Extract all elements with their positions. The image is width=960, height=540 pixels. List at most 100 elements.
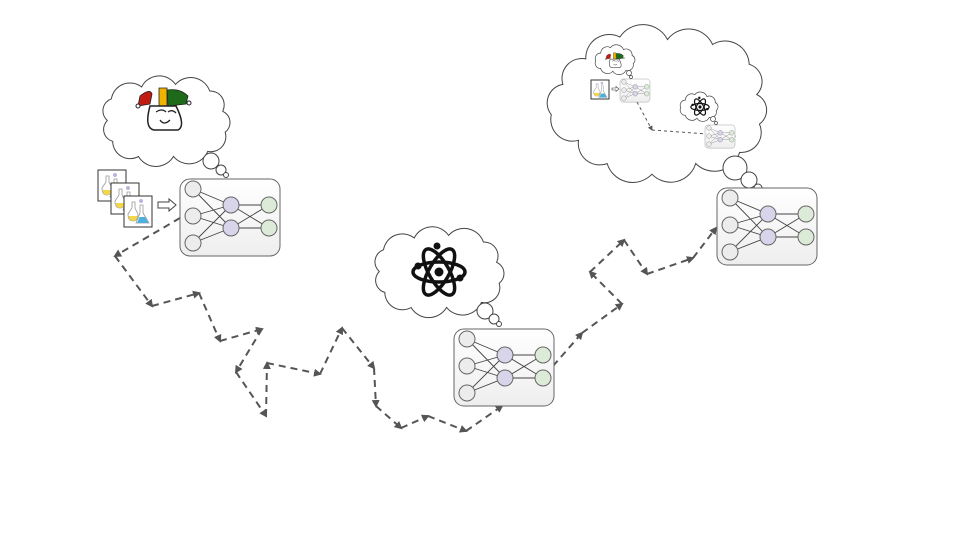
- output-node: [534, 369, 552, 387]
- neural-network-box: [704, 124, 736, 149]
- atom-nucleus: [698, 105, 702, 109]
- trajectory-segment: [114, 255, 154, 308]
- input-node: [721, 216, 739, 234]
- flask-bubble: [600, 81, 604, 85]
- trajectory-segment: [371, 367, 380, 408]
- hidden-node: [222, 196, 240, 214]
- hidden-node: [632, 91, 638, 97]
- flask-liquid-yellow: [593, 92, 600, 97]
- atom-orbit: [693, 98, 707, 116]
- trajectory-segment: [588, 270, 623, 305]
- atom-electron: [698, 96, 701, 100]
- atom-icon: [690, 96, 710, 116]
- hidden-node: [717, 137, 723, 143]
- input-node: [706, 125, 712, 131]
- flask-drawing: [593, 81, 608, 98]
- atom-electron: [414, 262, 422, 270]
- trajectory-segment: [266, 362, 322, 377]
- thought-cloud: [546, 24, 768, 193]
- trajectory-segment: [636, 101, 653, 131]
- input-node: [458, 384, 476, 402]
- trajectory-segment: [198, 292, 222, 343]
- input-node: [621, 95, 627, 101]
- atom-electron: [706, 107, 709, 111]
- network-edge: [708, 132, 721, 145]
- input-arrow-icon: [157, 197, 177, 213]
- trajectory-segment: [427, 415, 468, 433]
- jester-hat-icon: [605, 52, 625, 68]
- atom-electron: [433, 242, 441, 250]
- jester-bell: [622, 57, 625, 59]
- atom-orbit: [690, 102, 710, 112]
- jester-bell: [135, 103, 141, 109]
- thought-bubble: [626, 70, 632, 76]
- atom-orbit: [421, 247, 457, 297]
- atom-icon: [411, 242, 467, 297]
- network-edge: [729, 213, 769, 253]
- trajectory-segment: [400, 414, 430, 429]
- input-arrow-icon: [611, 85, 620, 93]
- hidden-node: [717, 130, 723, 136]
- input-node: [184, 180, 202, 198]
- thought-bubble: [202, 152, 220, 170]
- trajectory-segment: [234, 328, 263, 374]
- trajectory-segment: [552, 331, 584, 367]
- flask-liquid-yellow: [115, 203, 125, 208]
- jester-bell: [605, 58, 607, 60]
- jester-green-flap: [166, 89, 189, 107]
- trajectory-segment: [319, 326, 344, 375]
- flask-liquid-yellow: [128, 216, 138, 221]
- network-box-frame: [716, 187, 818, 266]
- flask-liquid-blue: [137, 217, 149, 223]
- neural-network-box: [179, 178, 281, 257]
- jester-face: [147, 105, 183, 131]
- trajectory-segment: [219, 326, 264, 342]
- output-node: [729, 137, 735, 143]
- flask-icon: [123, 195, 153, 228]
- input-node: [721, 243, 739, 261]
- trajectory-segment: [623, 239, 649, 276]
- jester-bell: [186, 100, 192, 106]
- output-node: [644, 84, 650, 90]
- flask-liquid-yellow: [102, 190, 112, 195]
- jester-face: [609, 58, 622, 68]
- input-node: [458, 330, 476, 348]
- output-node: [644, 91, 650, 97]
- output-node: [797, 228, 815, 246]
- network-edge: [623, 81, 636, 94]
- trajectory-segment: [646, 256, 695, 275]
- trajectory-segment: [589, 238, 626, 273]
- dashed-trajectory: [113, 101, 736, 433]
- thought-bubble: [223, 172, 229, 178]
- neural-network-box: [619, 78, 651, 103]
- atom-orbit: [693, 98, 707, 116]
- network-edge: [623, 86, 636, 99]
- thought-bubble: [488, 313, 500, 325]
- thought-bubble: [714, 121, 718, 125]
- thought-bubble: [710, 116, 716, 122]
- input-node: [706, 133, 712, 139]
- neural-network-box: [716, 187, 818, 266]
- hidden-node: [222, 219, 240, 237]
- jester-features: [155, 109, 177, 124]
- atom-electron: [691, 103, 694, 107]
- input-node: [706, 141, 712, 147]
- atom-nucleus: [434, 267, 444, 277]
- network-box-frame: [179, 178, 281, 257]
- trajectory-segment: [651, 129, 736, 139]
- jester-yellow-flap: [613, 52, 617, 60]
- flask-liquid-blue: [599, 93, 607, 98]
- jester-green-flap: [615, 53, 624, 60]
- input-node: [184, 207, 202, 225]
- atom-electron: [456, 274, 464, 282]
- network-edge: [466, 338, 506, 379]
- thought-bubble: [215, 164, 227, 176]
- output-node: [260, 196, 278, 214]
- hidden-node: [496, 369, 514, 387]
- thought-cloud: [374, 226, 505, 327]
- output-node: [260, 219, 278, 237]
- output-node: [534, 346, 552, 364]
- trajectory-segment: [375, 405, 403, 430]
- atom-orbit: [411, 260, 467, 284]
